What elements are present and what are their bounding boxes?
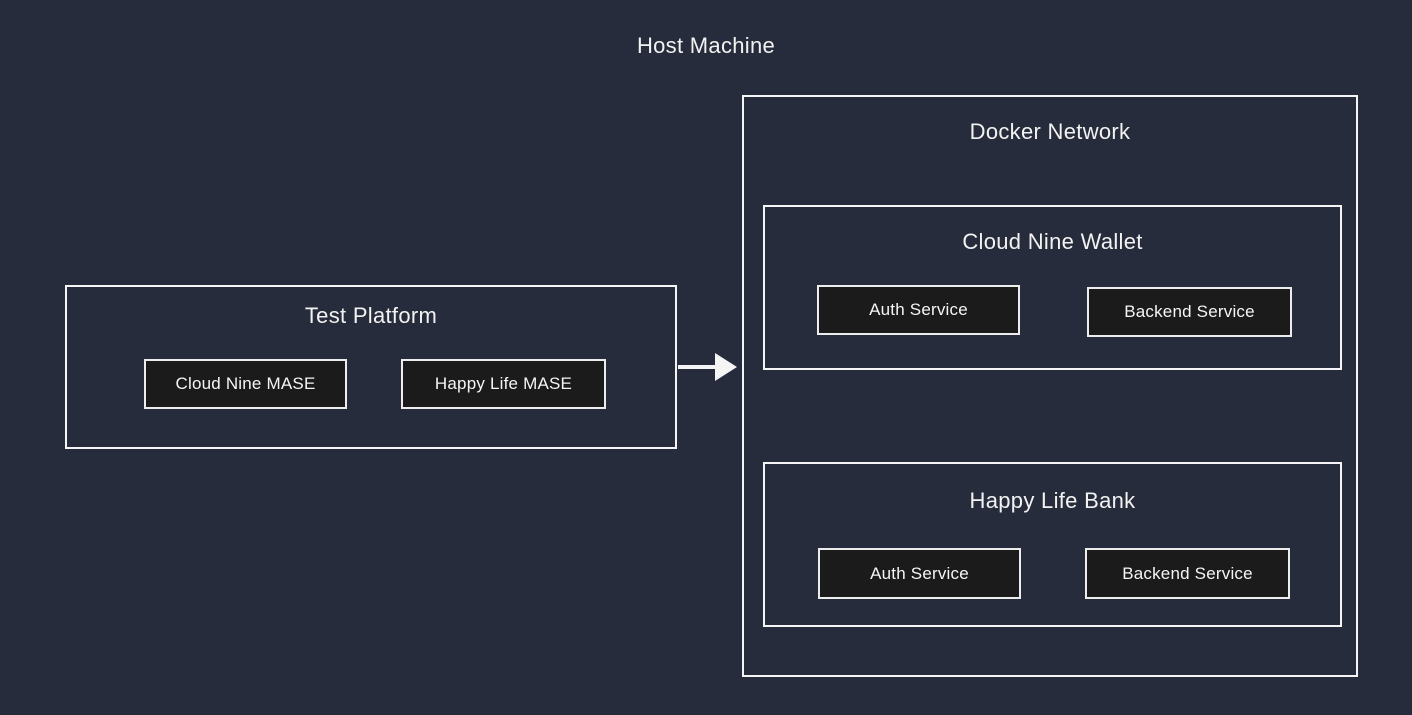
cloud-nine-mase-box: Cloud Nine MASE xyxy=(144,359,347,409)
cloud-nine-wallet-backend-service-box: Backend Service xyxy=(1087,287,1292,337)
host-machine-title: Host Machine xyxy=(636,33,776,58)
cloud-nine-wallet-box: Cloud Nine Wallet Auth Service Backend S… xyxy=(763,205,1342,370)
happy-life-bank-auth-service-box: Auth Service xyxy=(818,548,1021,599)
happy-life-bank-backend-service-box: Backend Service xyxy=(1085,548,1290,599)
happy-life-mase-box: Happy Life MASE xyxy=(401,359,606,409)
docker-network-label: Docker Network xyxy=(969,119,1131,144)
test-platform-box: Test Platform Cloud Nine MASE Happy Life… xyxy=(65,285,677,449)
cloud-nine-wallet-auth-service-box: Auth Service xyxy=(817,285,1020,335)
happy-life-bank-box: Happy Life Bank Auth Service Backend Ser… xyxy=(763,462,1342,627)
happy-life-bank-label: Happy Life Bank xyxy=(969,488,1136,513)
arrow-test-platform-to-docker-network-icon xyxy=(678,353,737,381)
docker-network-box: Docker Network Cloud Nine Wallet Auth Se… xyxy=(742,95,1358,677)
test-platform-label: Test Platform xyxy=(304,303,438,328)
cloud-nine-wallet-label: Cloud Nine Wallet xyxy=(962,229,1143,254)
